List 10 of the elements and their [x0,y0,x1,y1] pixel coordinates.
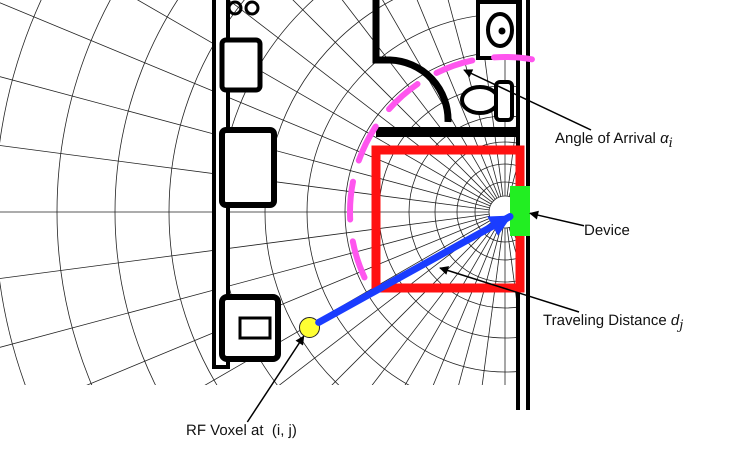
device-bar [510,186,530,236]
voxel-dot [299,317,320,338]
arrow [315,213,514,326]
callout-label: Angle of Arrival α$_{i}$ [555,130,673,147]
callout-label: Device [584,222,630,239]
callout-label: RF Voxel at (i, j) [186,422,297,439]
leader-line [529,210,584,226]
leader-line [439,266,580,313]
leader-line [246,336,304,422]
leader-line [463,69,592,131]
